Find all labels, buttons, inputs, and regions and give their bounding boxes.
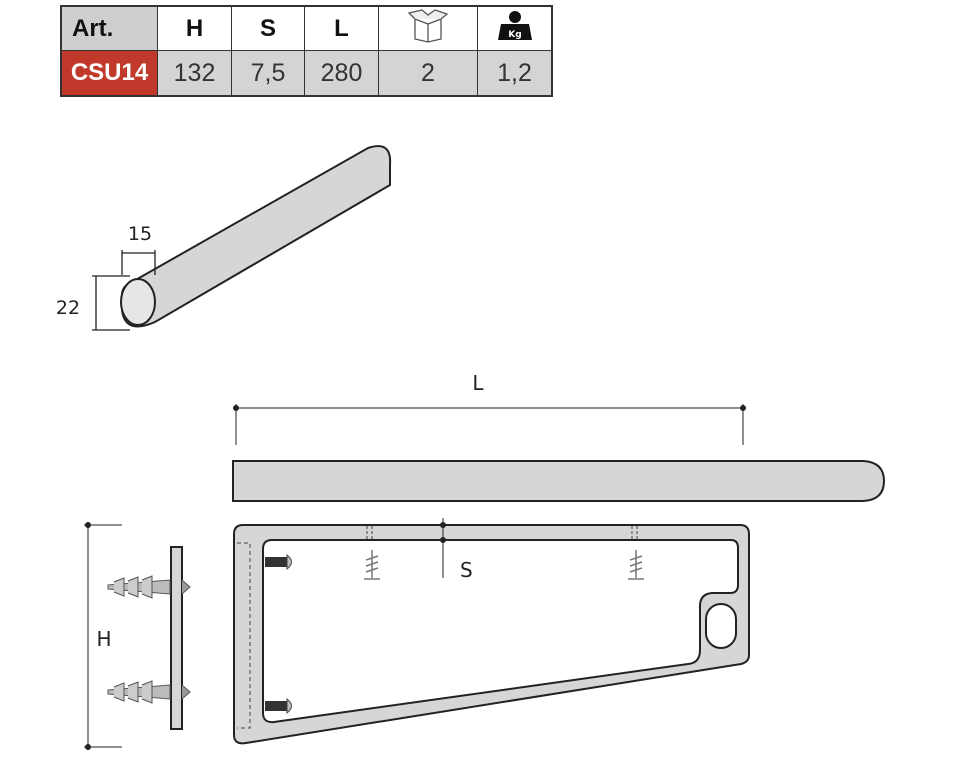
- weight-kg-label: Kg: [508, 30, 521, 40]
- value-l: 280: [304, 50, 379, 97]
- oval-tube: [120, 145, 392, 328]
- spec-header-row: Art. H S L Kg: [60, 5, 553, 51]
- value-s: 7,5: [231, 50, 305, 97]
- height-label: H: [96, 627, 111, 651]
- tube-height-label: 22: [56, 297, 80, 319]
- length-dimension: L: [233, 371, 746, 445]
- weight-kg-icon: Kg: [497, 11, 532, 40]
- tube-width-label: 15: [128, 223, 152, 245]
- header-l: L: [304, 5, 379, 51]
- spec-value-row: CSU14 132 7,5 280 2 1,2: [60, 50, 553, 97]
- wall-plate: [170, 546, 183, 730]
- header-pack-quantity: [378, 5, 478, 51]
- header-s: S: [231, 5, 305, 51]
- header-art: Art.: [60, 5, 158, 51]
- box-icon: [407, 9, 449, 43]
- spec-table: Art. H S L Kg CSU14 132 7,5 280 2 1,2: [60, 5, 553, 97]
- thickness-dimension: S: [440, 518, 473, 582]
- length-label: L: [472, 371, 484, 395]
- bracket: [233, 524, 750, 745]
- thickness-label: S: [460, 558, 473, 582]
- tube-width-dimension: 15: [121, 223, 156, 275]
- value-pack-quantity: 2: [378, 50, 478, 97]
- tube-height-dimension: 22: [56, 275, 130, 331]
- wall-anchors: [107, 575, 191, 704]
- height-dimension: H: [84, 522, 122, 750]
- header-weight: Kg: [477, 5, 553, 51]
- header-h: H: [157, 5, 232, 51]
- tube-side-view: [232, 460, 886, 502]
- article-code: CSU14: [60, 50, 158, 97]
- bracket-screws: [265, 550, 644, 715]
- value-weight: 1,2: [477, 50, 553, 97]
